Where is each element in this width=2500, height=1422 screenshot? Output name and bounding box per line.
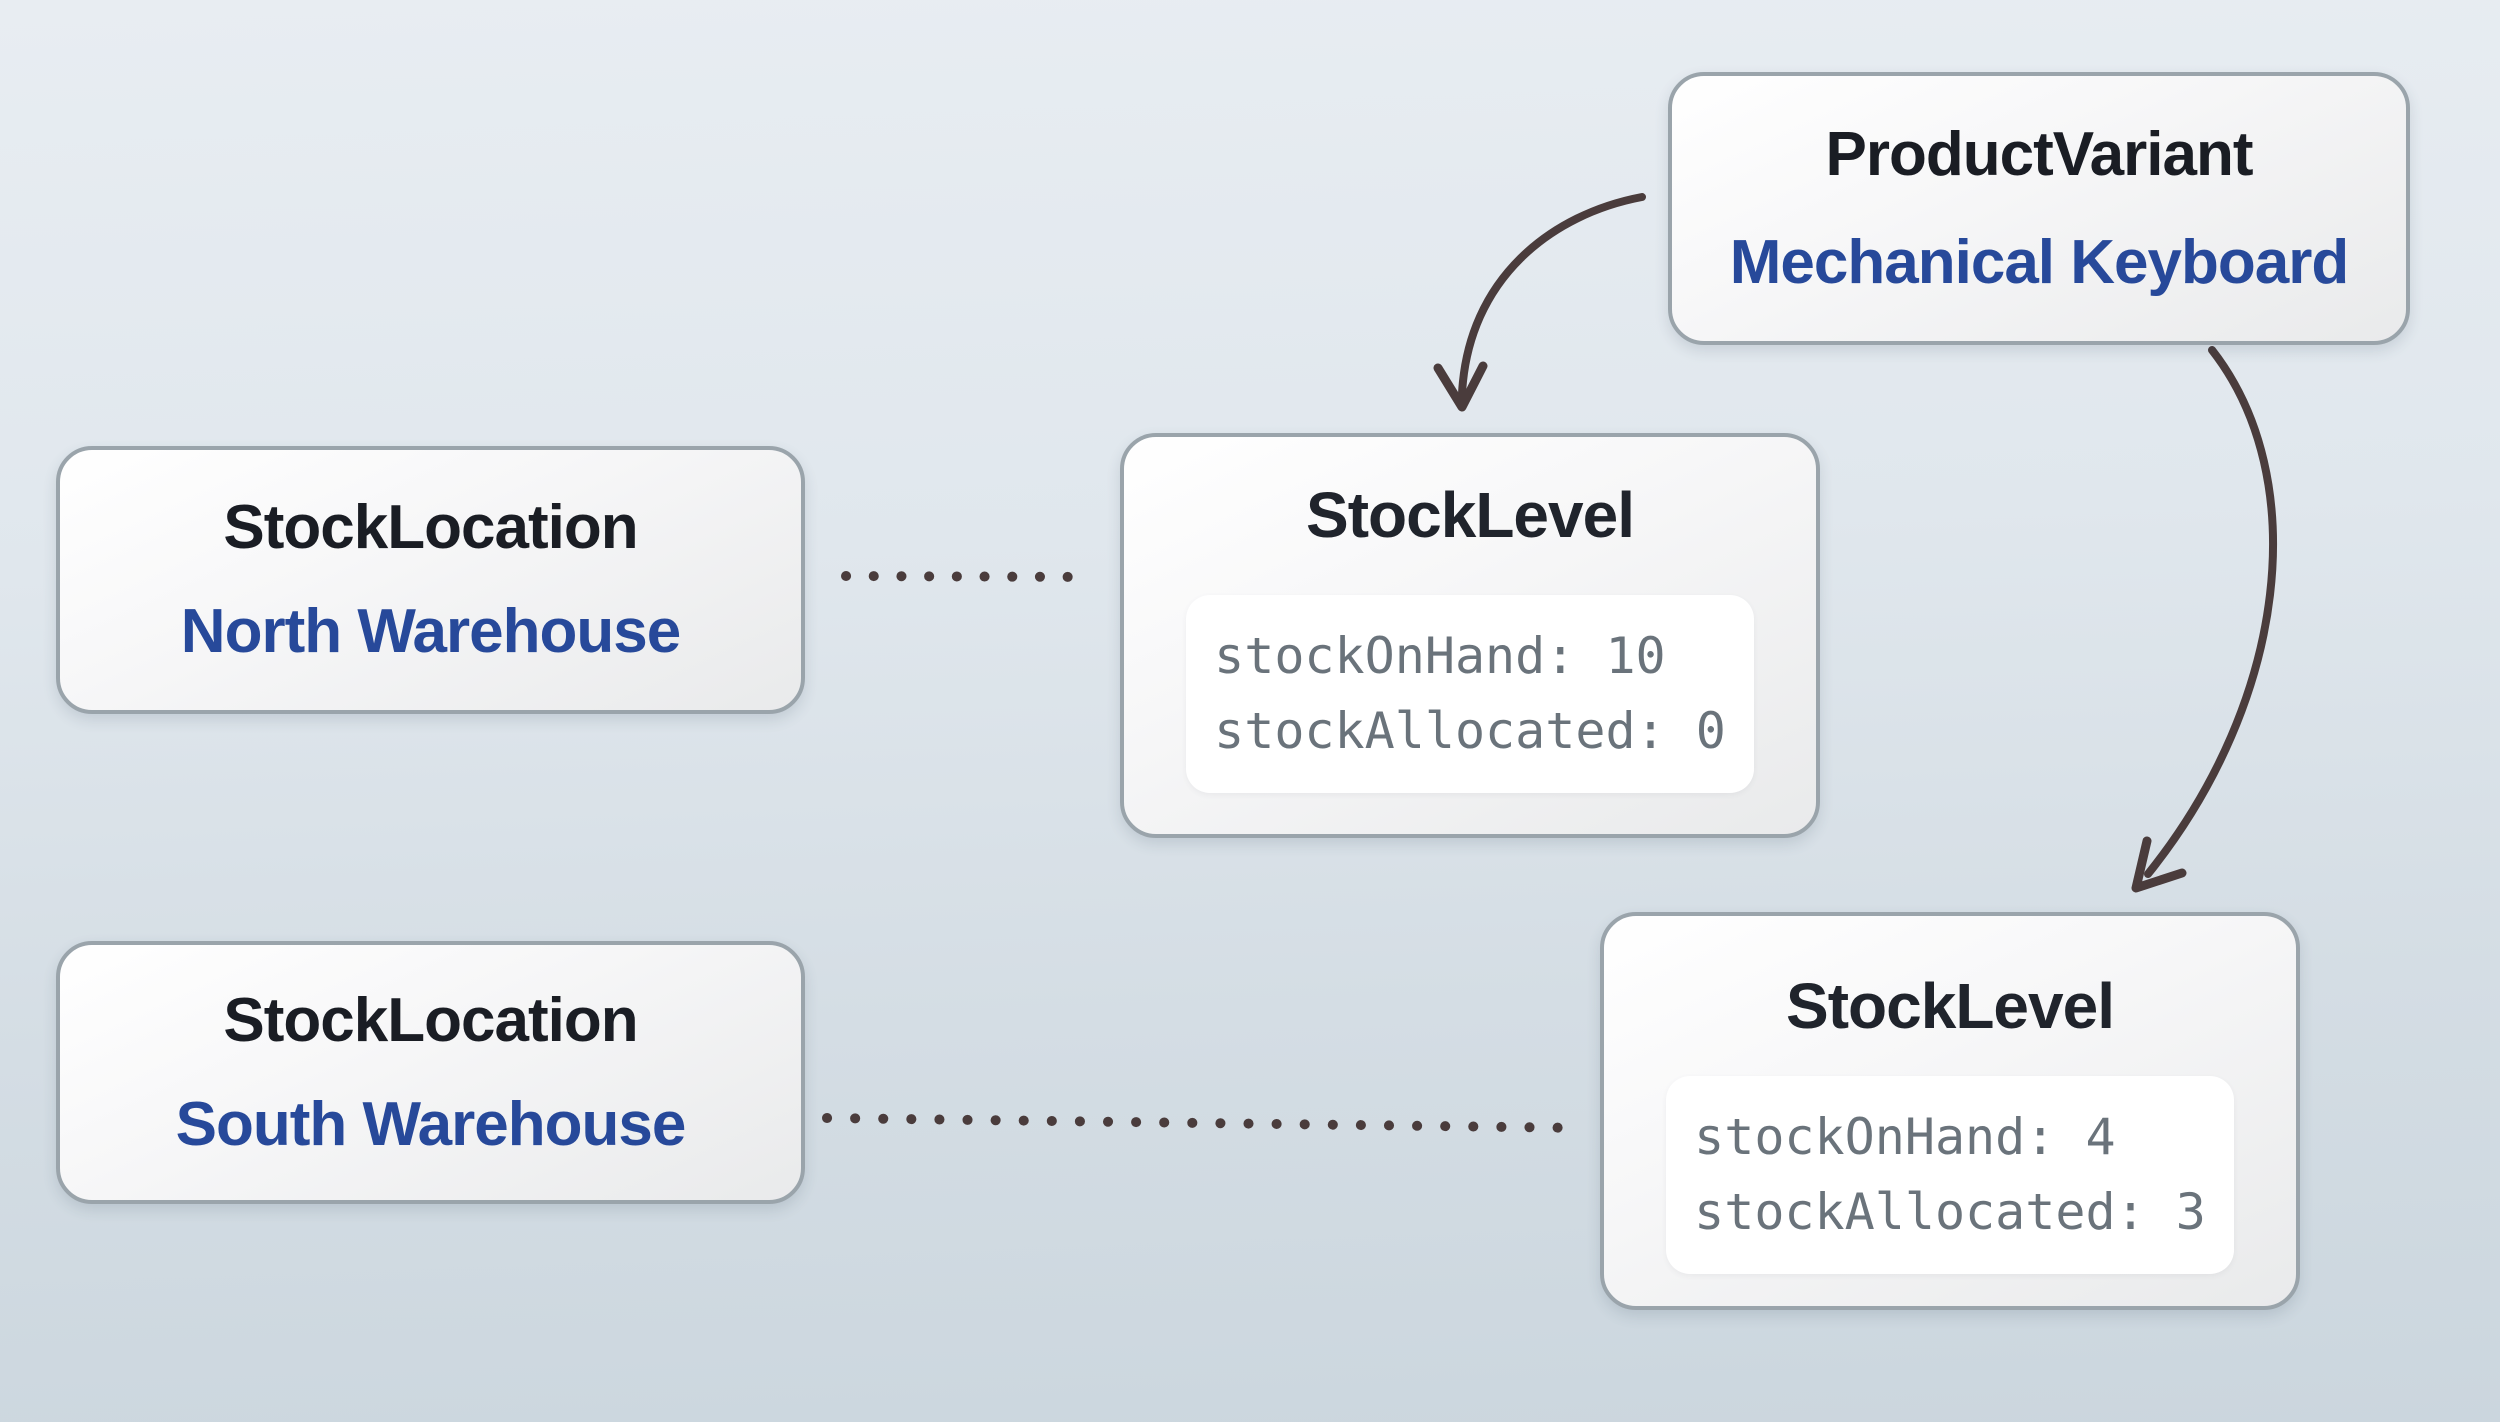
entity-title: ProductVariant [1825,119,2254,189]
stock-level-fields: stockOnHand: 4 stockAllocated: 3 [1666,1076,2234,1274]
entity-title: StockLevel [1786,970,2115,1042]
arrowhead-stock-level-north [1433,361,1488,412]
record-name: South Warehouse [175,1089,687,1159]
field-stock-allocated: stockAllocated: 0 [1214,702,1726,760]
field-stock-allocated: stockAllocated: 3 [1694,1183,2206,1241]
entity-card-stock-level-south: StockLevel stockOnHand: 4 stockAllocated… [1600,912,2300,1310]
entity-title: StockLevel [1306,479,1635,551]
entity-card-product-variant: ProductVariant Mechanical Keyboard [1668,72,2410,345]
dotted-link-south [822,1113,1588,1133]
stock-level-fields: stockOnHand: 10 stockAllocated: 0 [1186,595,1754,793]
field-stock-on-hand: stockOnHand: 10 [1214,627,1666,685]
entity-title: StockLocation [223,985,638,1055]
record-name: Mechanical Keyboard [1729,227,2349,297]
record-name: North Warehouse [180,597,681,666]
entity-title: StockLocation [223,493,638,562]
entity-card-stock-level-north: StockLevel stockOnHand: 10 stockAllocate… [1120,433,1820,838]
arrowhead-stock-level-south [2131,836,2187,893]
entity-card-stock-location-south: StockLocation South Warehouse [56,941,805,1204]
entity-card-stock-location-north: StockLocation North Warehouse [56,446,805,714]
arrow-product-variant-to-stock-level-north [1458,193,1646,398]
arrow-product-variant-to-stock-level-south [2144,346,2277,878]
dotted-link-north [841,571,1099,582]
field-stock-on-hand: stockOnHand: 4 [1694,1108,2116,1166]
